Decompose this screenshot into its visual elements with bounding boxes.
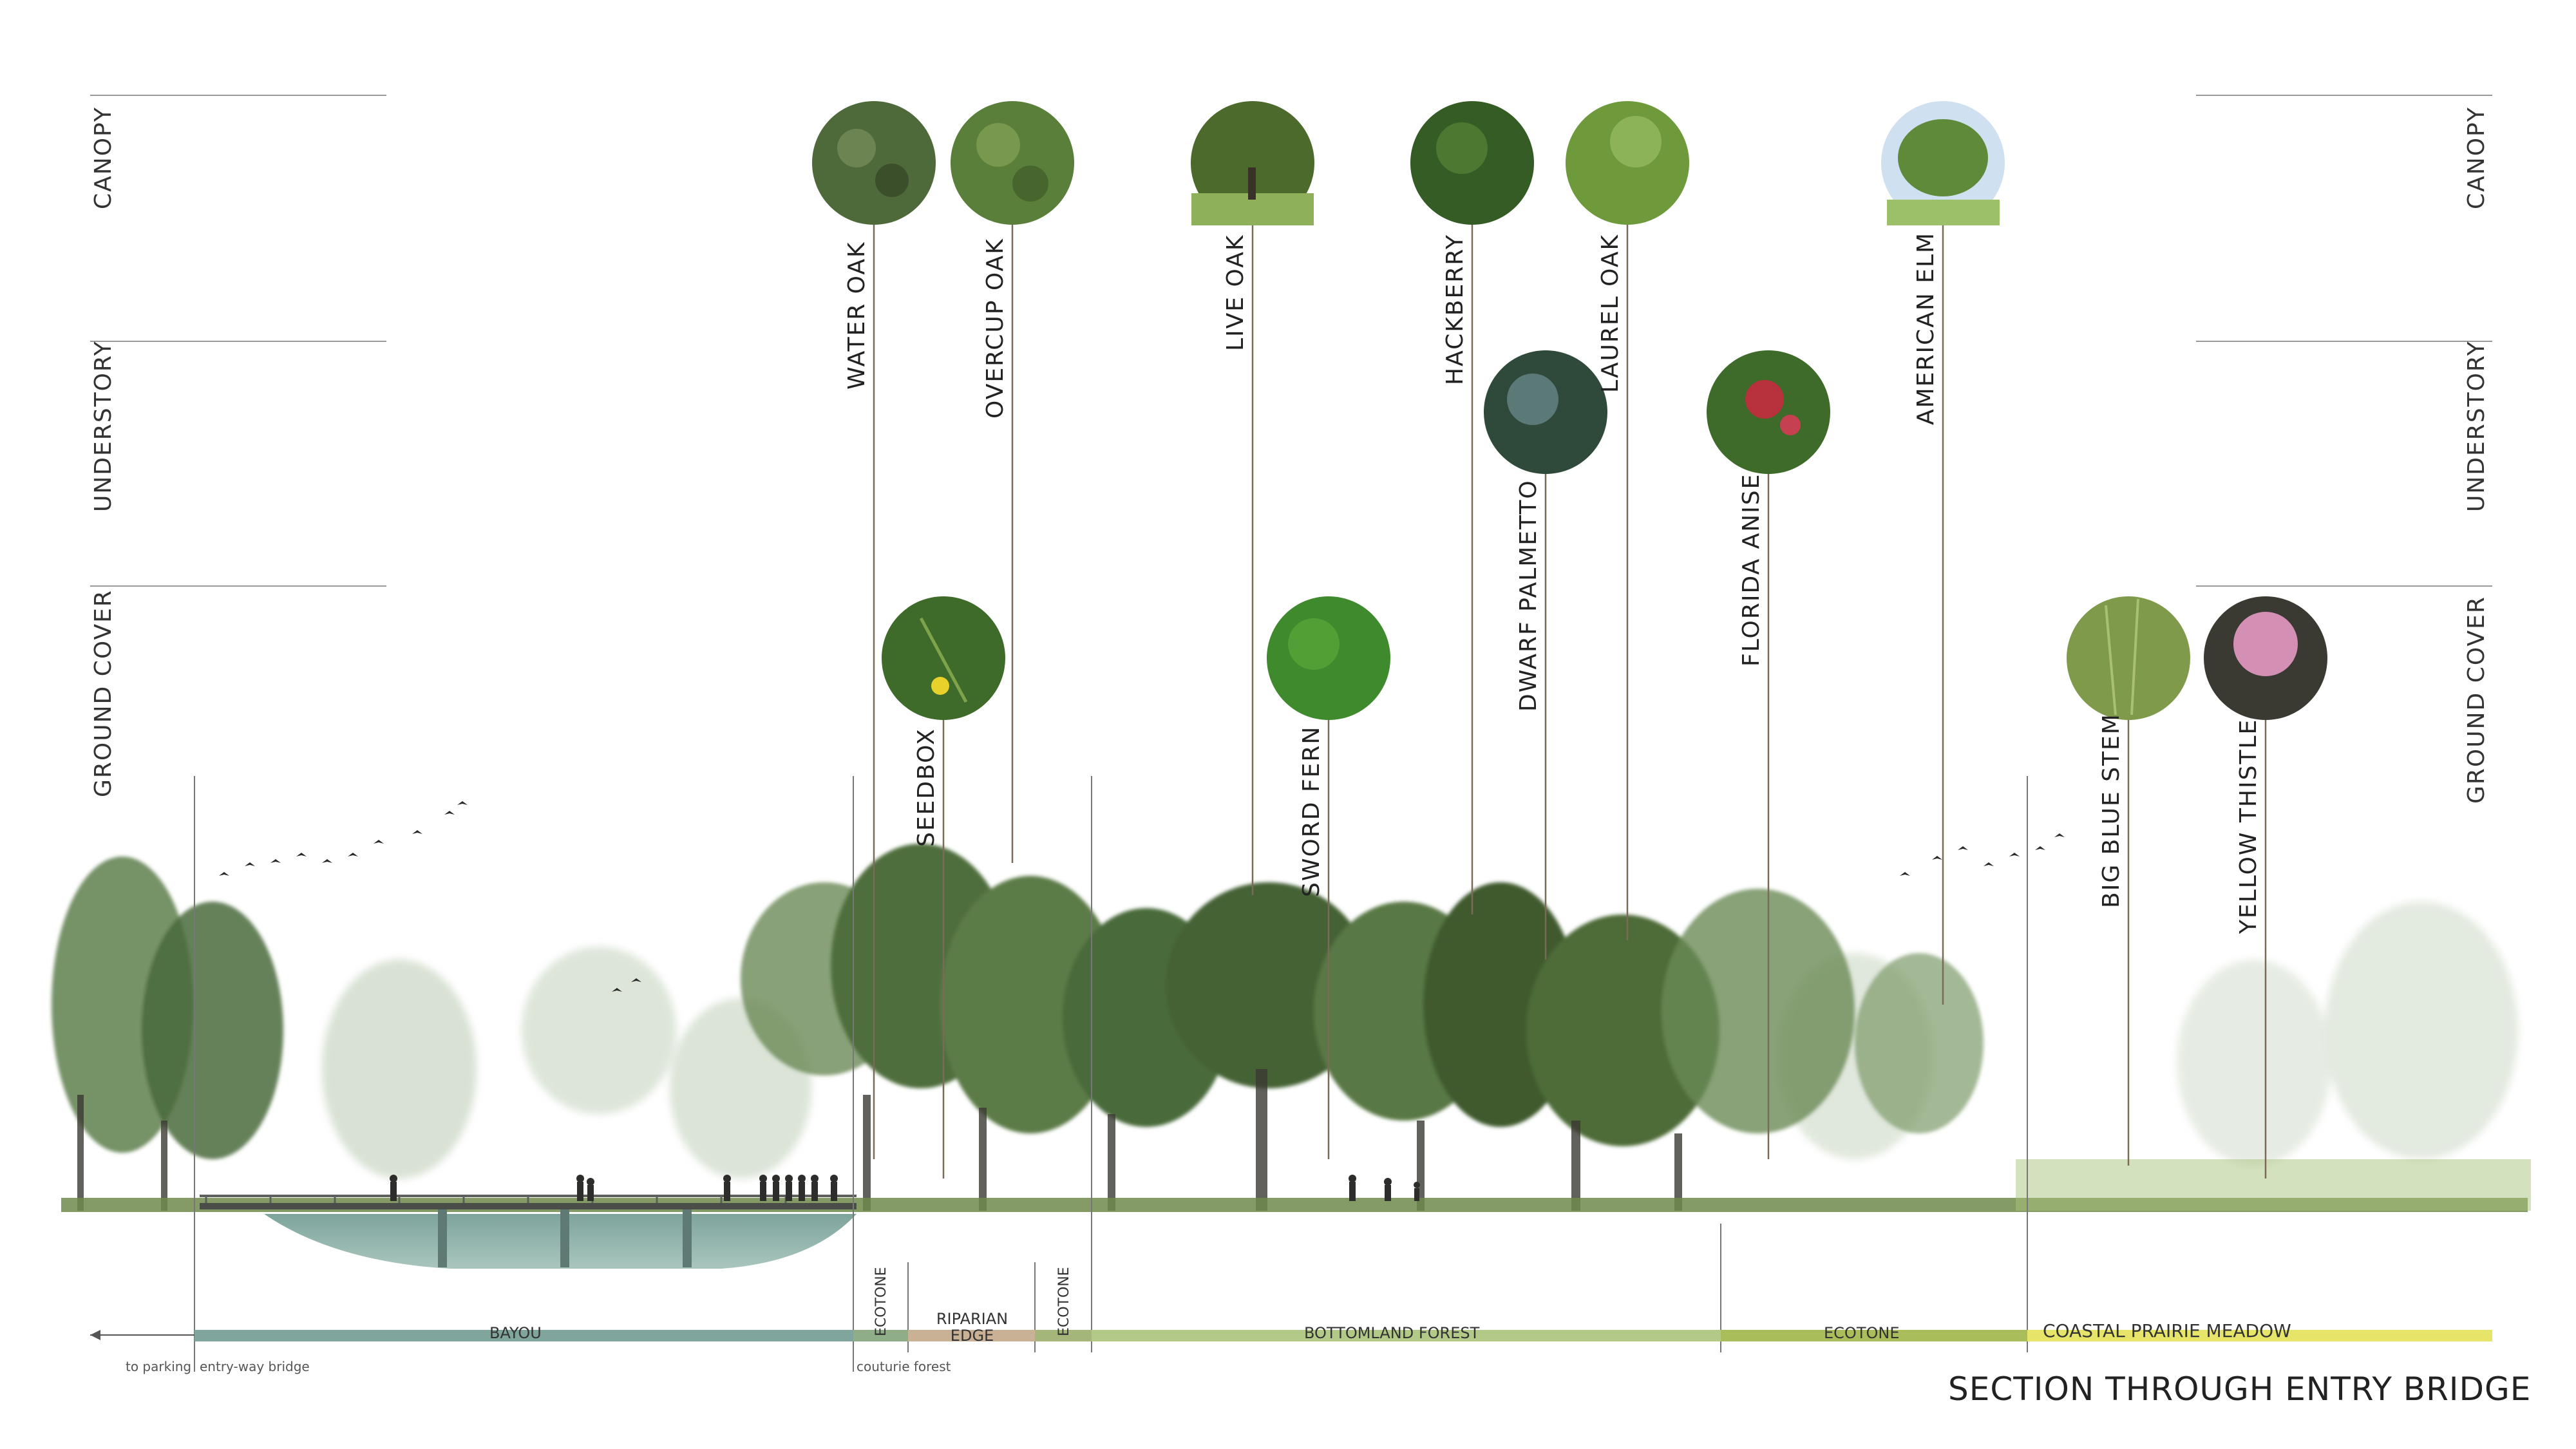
florida-anise-circle	[1707, 350, 1830, 474]
foreground-trees	[52, 844, 1984, 1159]
zone-label-bottomland-forest: BOTTOMLAND FOREST	[1304, 1324, 1480, 1342]
zone-bar-riparian	[908, 1330, 1035, 1341]
note-to-parking: to parking	[126, 1359, 192, 1374]
layer-dividers	[90, 95, 2492, 587]
layer-label-understory-right: UNDERSTORY	[2463, 340, 2490, 512]
zone-label-riparian-edge: RIPARIAN EDGE	[936, 1310, 1009, 1345]
water-oak-circle	[812, 101, 936, 225]
overcup-oak-circle	[951, 101, 1074, 225]
note-entry-way-bridge: entry-way bridge	[200, 1359, 310, 1374]
big-blue-stem-circle	[2067, 596, 2190, 720]
species-label-hackberry: HACKBERRY	[1442, 234, 1468, 385]
species-label-dwarf-palmetto: DWARF PALMETTO	[1515, 479, 1542, 712]
zone-bar-ecotone-2	[1035, 1330, 1092, 1341]
laurel-oak-circle	[1566, 101, 1689, 225]
hackberry-circle	[1410, 101, 1534, 225]
layer-label-canopy-left: CANOPY	[90, 106, 117, 209]
yellow-thistle-circle	[2204, 596, 2327, 720]
zone-label-ecotone-2: ECOTONE	[1056, 1267, 1072, 1336]
species-label-big-blue-stem: BIG BLUE STEM	[2098, 713, 2125, 908]
species-label-laurel-oak: LAUREL OAK	[1597, 233, 1624, 393]
zone-label-coastal-prairie-meadow: COASTAL PRAIRIE MEADOW	[2043, 1320, 2291, 1341]
diagram-title: SECTION THROUGH ENTRY BRIDGE	[1948, 1370, 2532, 1408]
zone-bar-bottomland	[1092, 1330, 1721, 1341]
american-elm-circle	[1881, 101, 2005, 225]
species-circles	[812, 101, 2327, 720]
species-label-water-oak: WATER OAK	[844, 241, 870, 390]
seedbox-circle	[882, 596, 1005, 720]
zone-bar-ecotone-1	[853, 1330, 908, 1341]
layer-label-groundcover-right: GROUND COVER	[2463, 596, 2490, 804]
zone-bar-ecotone-3	[1721, 1330, 2027, 1341]
meadow-strip	[2016, 1159, 2531, 1211]
bird-flock	[219, 801, 2065, 992]
zone-bar-prairie	[2027, 1330, 2492, 1341]
dwarf-palmetto-circle	[1484, 350, 1607, 474]
zone-label-ecotone-1: ECOTONE	[873, 1267, 889, 1336]
layer-label-understory-left: UNDERSTORY	[90, 340, 117, 512]
entry-bridge	[200, 1195, 857, 1267]
live-oak-circle	[1191, 101, 1314, 225]
species-label-yellow-thistle: YELLOW THISTLE	[2235, 718, 2262, 934]
species-label-american-elm: AMERICAN ELM	[1913, 231, 1939, 425]
zone-label-ecotone-3: ECOTONE	[1824, 1324, 1900, 1342]
people-silhouettes	[390, 1175, 1420, 1201]
species-label-florida-anise: FLORIDA ANISE	[1738, 473, 1765, 667]
zone-label-bayou: BAYOU	[489, 1324, 542, 1342]
species-label-sword-fern: SWORD FERN	[1298, 725, 1325, 897]
note-couturie-forest: couturie forest	[857, 1359, 951, 1374]
callout-lines	[873, 222, 2267, 1179]
zone-bar-bayou	[194, 1330, 853, 1341]
species-label-live-oak: LIVE OAK	[1222, 234, 1249, 351]
layer-label-groundcover-left: GROUND COVER	[90, 589, 117, 797]
species-label-overcup-oak: OVERCUP OAK	[982, 238, 1009, 419]
species-label-seedbox: SEEDBOX	[913, 728, 940, 847]
zone-boundaries	[194, 776, 2028, 1372]
layer-label-canopy-right: CANOPY	[2463, 106, 2490, 209]
sword-fern-circle	[1267, 596, 1390, 720]
tree-trunks	[77, 1069, 1682, 1211]
zone-bar	[90, 1330, 2492, 1341]
